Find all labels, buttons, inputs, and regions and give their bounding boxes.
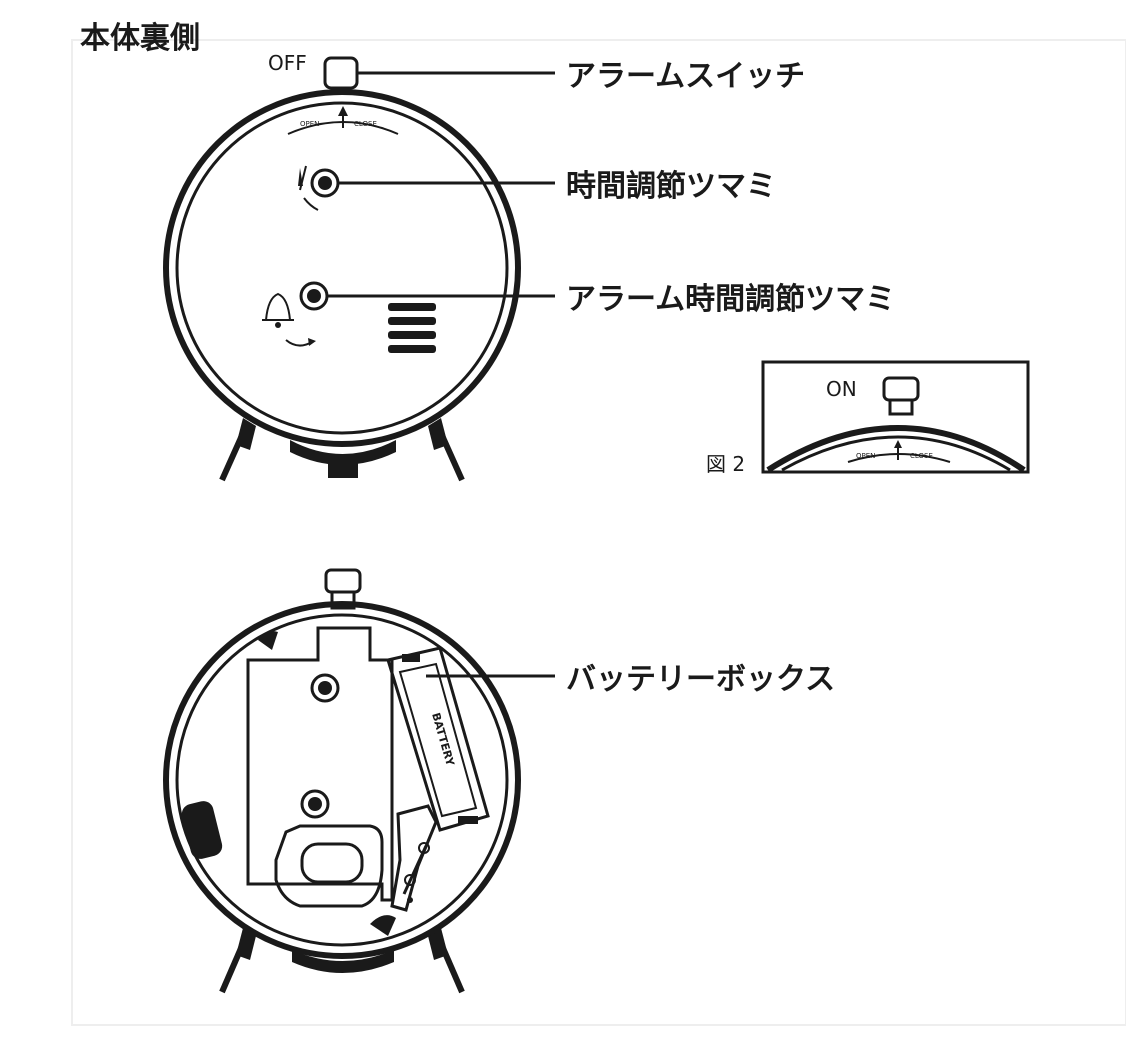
figure2-label: 図 2 [706,452,745,476]
battery-box-label: バッテリーボックス [566,662,835,697]
top-clock-inner-rim [175,101,509,435]
alarm-time-knob [299,281,329,311]
rim-clip-bottom [370,915,396,936]
top-stand-foot [328,454,358,478]
battery-spring-contact [390,804,438,912]
open-close-indicator: OPEN CLOSE [287,106,399,135]
figure2-switch-knob [882,376,920,402]
off-label: OFF [268,51,307,75]
figure2-inset: ON OPEN CLOSE [761,360,1030,474]
clock-hands-icon [298,165,319,211]
time-knob-label: 時間調節ツマミ [566,169,776,204]
close-label: CLOSE [354,120,377,128]
speaker-grille [388,303,436,353]
bottom-clock-outer-rim [163,601,521,959]
mechanism-cutout [274,824,384,908]
battery-box: BATTERY [386,646,490,832]
on-label: ON [826,377,857,401]
title: 本体裏側 [80,21,200,56]
bottom-stand-base [292,950,394,973]
top-legs [219,418,465,482]
bottom-legs [219,928,465,994]
battery-text: BATTERY [429,711,457,768]
figure2-close-label: CLOSE [910,452,933,460]
alarm-switch-label: アラームスイッチ [566,59,805,94]
open-label: OPEN [300,120,319,128]
mechanism-plate [246,626,394,908]
bell-icon [262,292,316,347]
bottom-switch-stem [330,590,356,610]
figure2-switch-stem [888,398,914,416]
figure2-outer-arc [766,425,1026,473]
bottom-switch-knob [324,568,362,594]
rim-clip-left [181,801,223,859]
bottom-clock-inner-rim [175,613,509,947]
figure2-inner-arc [781,435,1011,472]
figure2-open-label: OPEN [856,452,875,460]
time-adjust-knob [310,168,340,198]
top-stand-base [290,440,396,465]
mechanism-slot [300,842,364,884]
alarm-switch-knob [323,56,359,90]
top-clock-outer-rim [163,89,521,447]
rim-clip-top [258,631,278,650]
page-frame [71,39,1126,1026]
alarm-time-knob-label: アラーム時間調節ツマミ [566,282,895,317]
